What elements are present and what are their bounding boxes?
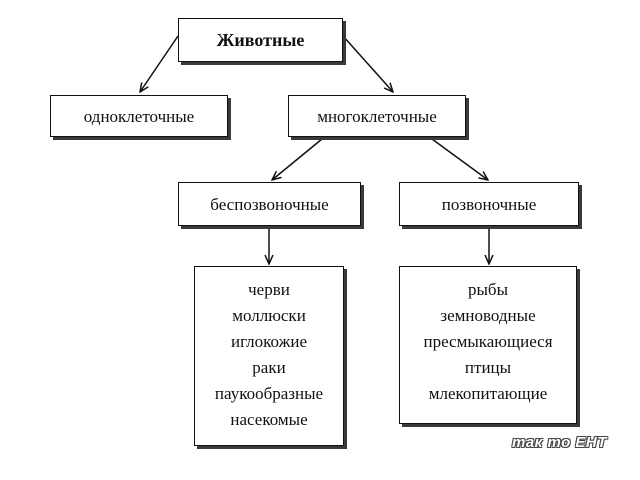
list-item: земноводные	[440, 306, 536, 325]
watermark: так то ЕНТ	[512, 434, 607, 451]
invertebrate-groups-list: черви моллюски иглокожие раки паукообраз…	[194, 266, 344, 446]
list-item: моллюски	[232, 306, 306, 325]
node-multicellular: многоклеточные	[288, 95, 466, 137]
list-item: насекомые	[230, 410, 308, 429]
list-item: паукообразные	[214, 384, 324, 403]
list-item: пресмыкающиеся	[423, 332, 553, 351]
list-item: рыбы	[468, 280, 508, 299]
vertebrate-groups-list: рыбы земноводные пресмыкающиеся птицы мл…	[399, 266, 577, 424]
list-item: птицы	[464, 358, 512, 377]
arrow-root-to-multicellular	[342, 35, 393, 92]
node-invertebrates: беспозвоночные	[178, 182, 361, 226]
arrow-multicellular-to-vertebrates	[431, 138, 488, 180]
arrow-multicellular-to-invertebrates	[272, 138, 323, 180]
list-item: млекопитающие	[428, 384, 548, 403]
node-vertebrates: позвоночные	[399, 182, 579, 226]
list-item: иглокожие	[230, 332, 308, 351]
node-animals: Животные	[178, 18, 343, 62]
node-unicellular: одноклеточные	[50, 95, 228, 137]
list-item: черви	[248, 280, 290, 299]
list-item: раки	[252, 358, 286, 377]
arrow-root-to-unicellular	[140, 35, 179, 92]
